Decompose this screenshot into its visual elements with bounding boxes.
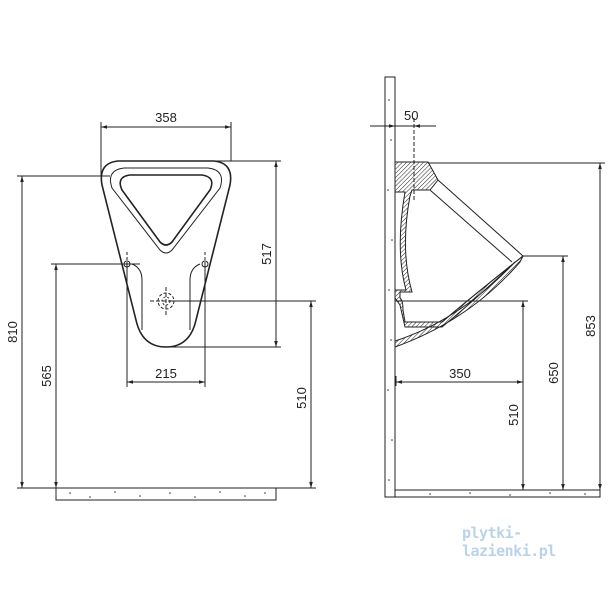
dim-350: 350 [449,366,471,381]
dim-215: 215 [155,366,177,381]
urinal-section [394,161,524,348]
dim-510-side: 510 [506,404,521,426]
wall-speckle [387,99,586,496]
floor-speckle-front [69,491,266,498]
extension-lines-side [395,118,605,386]
dim-565: 565 [39,365,54,387]
neck [131,263,201,330]
side-view: 50 350 510 650 853 [370,76,605,498]
watermark: plytki-lazienki.pl [462,524,556,560]
bowl-rim [110,167,222,254]
dim-510-front: 510 [294,387,309,409]
dim-50: 50 [404,108,418,123]
dim-810: 810 [5,321,20,343]
bowl-inner [119,174,213,246]
extension-lines-front [17,122,316,489]
front-view: 358 215 517 810 565 510 [5,110,316,501]
wall [384,76,396,498]
floor-side [394,489,601,498]
dim-853: 853 [583,315,598,337]
floor-front [55,487,277,501]
urinal-front-face [429,179,524,323]
dim-517: 517 [259,243,274,265]
dim-358: 358 [155,110,177,125]
dim-650: 650 [546,362,561,384]
